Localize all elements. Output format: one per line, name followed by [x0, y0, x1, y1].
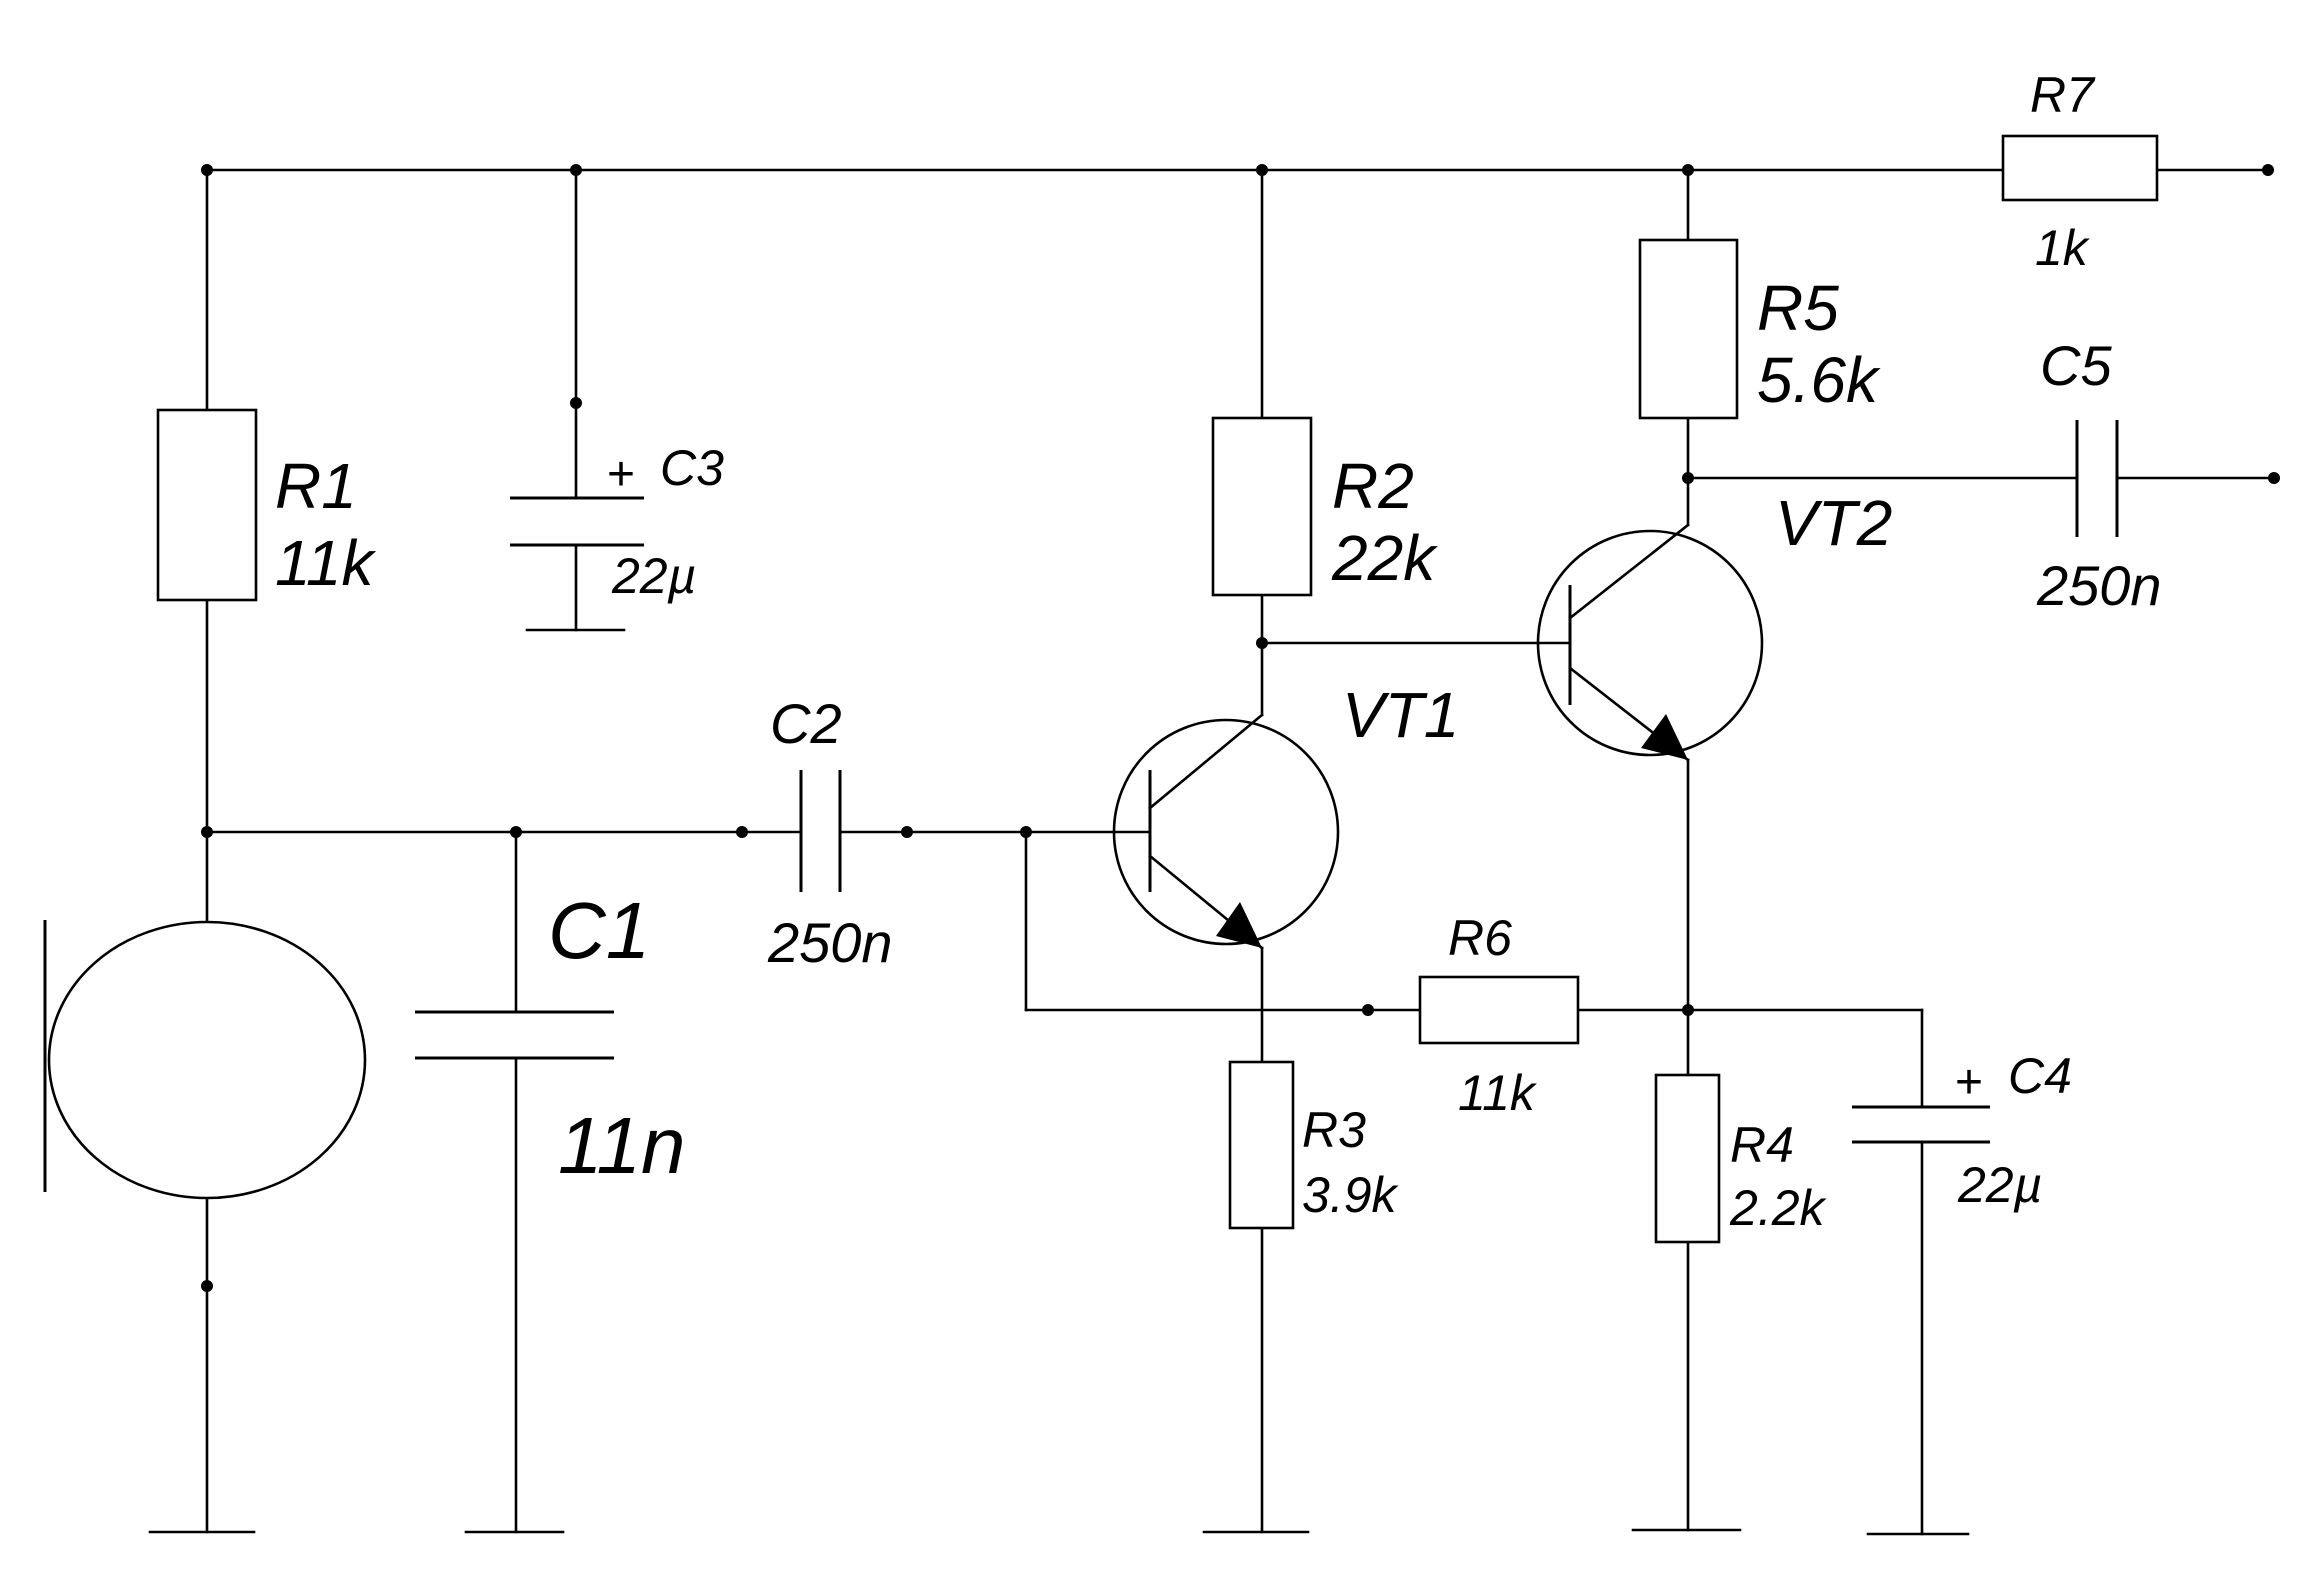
r2-value-label: 22k — [1331, 522, 1438, 594]
resistor-r7 — [2001, 134, 2159, 202]
c5-name-label: C5 — [2040, 334, 2112, 397]
capacitor-c2 — [799, 770, 842, 892]
c2-value-label: 250n — [767, 911, 893, 974]
resistor-r1 — [156, 408, 258, 602]
c5-value-label: 250n — [2036, 554, 2162, 617]
c2-name-label: C2 — [770, 692, 842, 755]
r3-name-label: R3 — [1302, 1102, 1366, 1158]
vt2-name-label: VT2 — [1775, 487, 1892, 559]
transistor-vt1 — [1112, 713, 1340, 950]
c4-polarity-mark: + — [1955, 1056, 1983, 1109]
r4-name-label: R4 — [1730, 1117, 1794, 1173]
r6-value-label: 11k — [1458, 1065, 1538, 1121]
capacitor-c5 — [2075, 420, 2119, 537]
c3-value-label: 22µ — [611, 548, 696, 604]
ground-symbols — [148, 1528, 1970, 1536]
resistor-r4 — [1654, 1073, 1721, 1244]
c1-value-label: 11n — [558, 1101, 686, 1190]
r6-name-label: R6 — [1448, 910, 1512, 966]
resistor-r2 — [1211, 416, 1313, 597]
r5-name-label: R5 — [1757, 272, 1839, 344]
wires — [205, 168, 2276, 1536]
c4-value-label: 22µ — [1957, 1157, 2042, 1213]
vt1-name-label: VT1 — [1342, 679, 1459, 751]
resistor-r5 — [1638, 238, 1739, 420]
capacitor-c3 — [510, 496, 644, 632]
r2-name-label: R2 — [1332, 450, 1414, 522]
c3-name-label: C3 — [660, 440, 724, 496]
c1-name-label: C1 — [548, 886, 650, 975]
junction-dots — [201, 164, 2280, 1292]
r7-value-label: 1k — [2035, 220, 2091, 276]
microphone-icon — [43, 920, 367, 1200]
r1-name-label: R1 — [275, 450, 357, 522]
transistor-vt2 — [1536, 523, 1764, 762]
capacitor-c1 — [415, 1010, 614, 1060]
r5-value-label: 5.6k — [1757, 344, 1881, 416]
r3-value-label: 3.9k — [1302, 1167, 1400, 1223]
c4-name-label: C4 — [2008, 1048, 2072, 1104]
r7-name-label: R7 — [2030, 67, 2096, 123]
r4-value-label: 2.2k — [1729, 1180, 1828, 1236]
capacitor-c4 — [1852, 1105, 1990, 1144]
resistor-r6 — [1418, 975, 1580, 1045]
r1-value-label: 11k — [275, 527, 376, 599]
c3-polarity-mark: + — [607, 448, 635, 501]
resistor-r3 — [1228, 1060, 1295, 1230]
